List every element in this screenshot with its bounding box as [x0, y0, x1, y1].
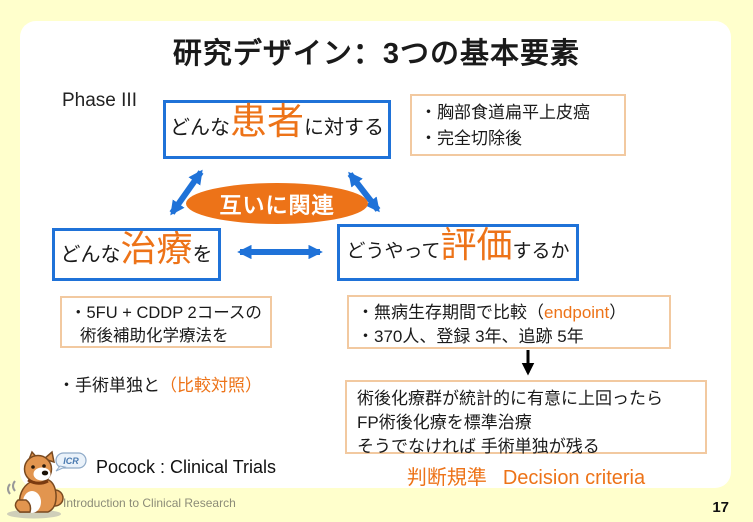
decision-line: 術後化療群が統計的に有意に上回ったら — [357, 389, 663, 408]
endpoint-highlight: endpoint — [544, 303, 610, 322]
treatment-box-keyword: 治療 — [120, 228, 193, 269]
motion-line — [12, 480, 16, 492]
page-title: 研究デザイン：3つの基本要素 — [172, 38, 581, 70]
reference-text: Pocock : Clinical Trials — [96, 457, 277, 477]
evaluation-box-suffix: するか — [512, 241, 570, 262]
mascot-muzzle — [33, 467, 51, 481]
evaluation-box: どうやって評価するか — [337, 224, 579, 281]
patient-box-keyword: 患者 — [230, 101, 304, 142]
decision-caption-ja: 判断規準 — [406, 467, 487, 489]
decision-line: そうでなければ 手術単独が残る — [357, 436, 600, 456]
arrow-patient-evaluation — [347, 171, 381, 213]
icr-speech-bubble: ICR — [55, 452, 87, 472]
page-number: 17 — [712, 499, 729, 516]
decision-caption-en: Decision criteria — [502, 467, 646, 489]
mascot-leg — [14, 499, 32, 513]
mascot-collar — [27, 478, 49, 485]
comparison-highlight: （比較対照） — [160, 376, 262, 395]
mascot-nose — [41, 470, 49, 476]
patient-detail-line: ・胸部食道扁平上皮癌 — [420, 103, 590, 122]
motion-line — [7, 483, 11, 495]
patient-box: どんな患者に対する — [163, 100, 391, 159]
evaluation-box-prefix: どうやって — [346, 241, 441, 262]
footer-text: Introduction to Clinical Research — [63, 496, 236, 510]
patient-box-prefix: どんな — [170, 117, 230, 139]
mascot-dog-logo: ICR — [7, 450, 87, 519]
treatment-detail-line2: 術後補助化学療法を — [80, 327, 229, 346]
mascot-eye — [42, 464, 46, 468]
treatment-detail-line1: ・5FU + CDDP 2コースの — [70, 304, 262, 322]
comparison-note: ・手術単独と（比較対照） — [58, 376, 262, 395]
evaluation-detail-box: ・無病生存期間で比較（endpoint） ・370人、登録 3年、追跡 5年 — [347, 295, 671, 349]
evaluation-detail-line2: ・370人、登録 3年、追跡 5年 — [357, 327, 584, 347]
treatment-box-prefix: どんな — [60, 244, 121, 266]
decision-line: FP術後化療を標準治療 — [357, 412, 532, 432]
decision-box: 術後化療群が統計的に有意に上回ったら FP術後化療を標準治療 そうでなければ 手… — [345, 380, 707, 456]
evaluation-detail-line1: ・無病生存期間で比較（endpoint） — [357, 303, 627, 322]
evaluation-box-keyword: 評価 — [440, 224, 513, 265]
patient-box-suffix: に対する — [304, 117, 384, 139]
decision-caption: 判断規準 Decision criteria — [345, 461, 707, 490]
treatment-detail-box: ・5FU + CDDP 2コースの 術後補助化学療法を — [60, 296, 272, 348]
relation-ellipse: 互いに関連 — [186, 183, 368, 224]
phase-label: Phase III — [62, 90, 137, 111]
mascot-eye — [31, 465, 35, 469]
arrow-patient-treatment — [169, 169, 204, 216]
patient-detail-line: ・完全切除後 — [420, 128, 522, 148]
treatment-box: どんな治療を — [52, 228, 221, 281]
patient-detail-box: ・胸部食道扁平上皮癌 ・完全切除後 — [410, 94, 626, 156]
treatment-box-suffix: を — [192, 244, 213, 266]
icr-bubble-label: ICR — [63, 456, 79, 466]
